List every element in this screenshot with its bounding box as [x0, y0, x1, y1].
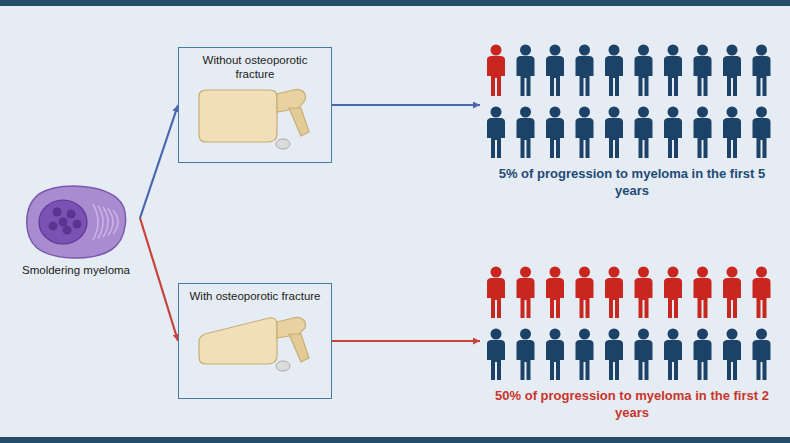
illustration [482, 264, 782, 382]
node-label: Smoldering myeloma [22, 264, 130, 276]
arrow-connector [332, 340, 480, 342]
outcome-text: 5% of progression to myeloma in the firs… [480, 166, 784, 200]
node-label: With osteoporotic fracture [189, 290, 320, 304]
outcome-group: 5% of progression to myeloma in the firs… [480, 42, 784, 207]
illustration [21, 182, 131, 260]
illustration [482, 42, 782, 160]
arrow-connector [140, 105, 178, 218]
illustration [185, 82, 325, 150]
top-bar [0, 0, 790, 6]
condition-box: Without osteoporotic fracture [178, 47, 332, 163]
cell-node: Smoldering myeloma [12, 182, 140, 282]
outcome-group: 50% of progression to myeloma in the fir… [480, 264, 784, 434]
arrow-connector [140, 218, 178, 341]
illustration [185, 304, 325, 372]
node-label: Without osteoporotic fracture [185, 54, 325, 82]
arrow-connector [332, 104, 480, 106]
outcome-text: 50% of progression to myeloma in the fir… [480, 388, 784, 422]
bottom-bar [0, 437, 790, 443]
condition-box: With osteoporotic fracture [178, 283, 332, 399]
